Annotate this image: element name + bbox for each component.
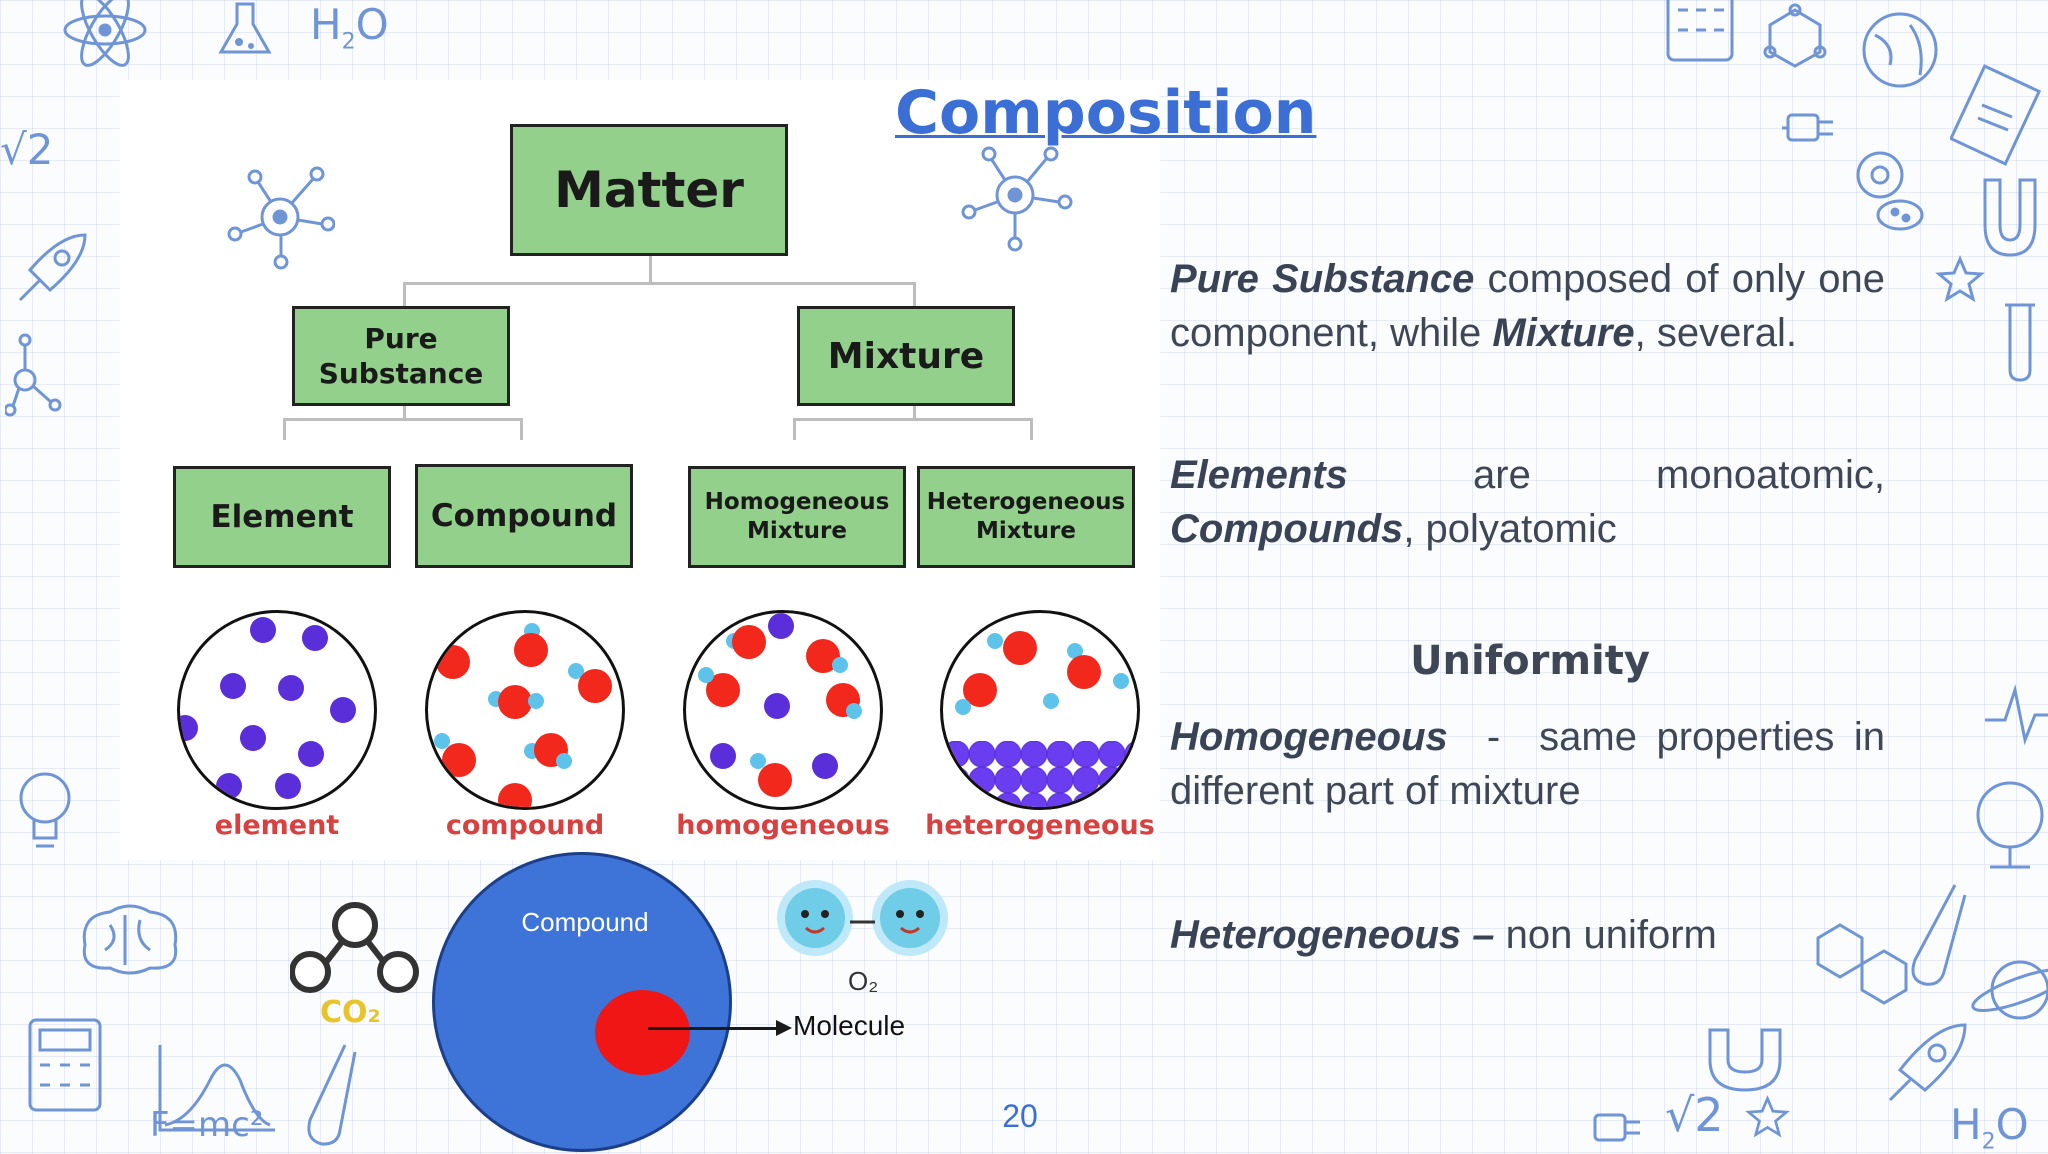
text-monoatomic: are monoatomic, (1347, 453, 1885, 497)
planet-icon (1965, 940, 2048, 1040)
rocket-icon (1870, 1015, 1970, 1115)
term-homogeneous: Homogeneous (1170, 715, 1448, 759)
microscope-icon (1840, 140, 1930, 240)
molecule-label: Molecule (793, 1010, 906, 1041)
test-tube-icon (1900, 880, 1970, 990)
test-tube-icon (2000, 295, 2040, 385)
uniformity-heading: Uniformity (1410, 638, 1650, 684)
arrow-line (648, 1027, 778, 1030)
paragraph-elements: Elements are monoatomic, Compounds, poly… (1170, 448, 1885, 556)
lightbulb-icon (10, 760, 80, 860)
node-homogeneous-mixture: Homogeneous Mixture (688, 466, 906, 568)
node-compound: Compound (415, 464, 633, 568)
atom-icon (60, 0, 150, 70)
compound-sample (425, 610, 625, 810)
text-polyatomic: , polyatomic (1403, 507, 1617, 551)
term-pure-substance: Pure Substance (1170, 257, 1475, 301)
node-heterogeneous-mixture: Heterogeneous Mixture (917, 466, 1135, 568)
magnet-icon (1700, 1010, 1790, 1100)
calculator-icon (1660, 0, 1740, 70)
text-composed: composed of only one component, while (1170, 257, 1886, 355)
paragraph-pure-substance: Pure Substance composed of only one comp… (1170, 252, 1885, 360)
flask-icon (215, 0, 275, 60)
star-icon (1935, 255, 1985, 305)
node-matter: Matter (510, 124, 788, 256)
page-number: 20 (1002, 1098, 1038, 1134)
o2-label: O₂ (848, 966, 879, 996)
compound-circle-label: Compound (521, 907, 649, 937)
star-icon (1745, 1095, 1790, 1140)
paragraph-heterogeneous: Heterogeneous – non uniform (1170, 908, 1885, 962)
paragraph-homogeneous: Homogeneous - same properties in differe… (1170, 710, 1885, 818)
term-elements: Elements (1170, 453, 1348, 497)
h2o-icon: H2O (1950, 1100, 2029, 1154)
graph-icon (150, 1040, 280, 1140)
text-same-properties: - same properties in different part of m… (1170, 715, 1885, 813)
molecule-icon (955, 140, 1075, 255)
h2o-icon: H2O (310, 0, 389, 55)
plug-icon (1585, 1095, 1655, 1152)
pulse-icon (1985, 680, 2048, 750)
term-heterogeneous: Heterogeneous – (1170, 913, 1495, 957)
homogeneous-sample (683, 610, 883, 810)
magnet-icon (1970, 170, 2048, 270)
label-compound: compound (445, 810, 605, 841)
sqrt-icon: √2 (0, 125, 54, 174)
molecule-icon (225, 162, 335, 272)
label-heterogeneous: heterogeneous (925, 810, 1155, 841)
co2-illustration: CO₂ (289, 900, 420, 1030)
o2-illustration: O₂ (760, 870, 970, 1000)
co2-label: CO₂ (320, 995, 381, 1030)
brain-icon (75, 900, 185, 980)
label-homogeneous: homogeneous (676, 810, 890, 841)
arrow-head (776, 1020, 792, 1036)
node-pure-substance: Pure Substance (292, 306, 510, 406)
slide-title: Composition (895, 78, 1317, 148)
text-non-uniform: non uniform (1494, 913, 1717, 957)
sqrt-icon: √2 (1665, 1088, 1724, 1142)
node-mixture: Mixture (797, 306, 1015, 406)
molecule-icon (1750, 0, 1840, 80)
compound-circle: Compound (432, 852, 732, 1152)
test-tube-icon (300, 1040, 360, 1150)
molecule-dot (595, 990, 690, 1075)
plug-icon (1780, 90, 1850, 160)
element-sample (177, 610, 377, 810)
formula-icon: F=mc² (150, 1105, 264, 1145)
heterogeneous-sample (940, 610, 1140, 810)
node-element: Element (173, 466, 391, 568)
rocket-icon (10, 230, 90, 310)
book-icon (1950, 60, 2045, 170)
molecule-icon (1800, 910, 1910, 1010)
label-element: element (214, 810, 340, 841)
term-mixture: Mixture (1492, 311, 1635, 355)
term-compounds: Compounds (1170, 507, 1404, 551)
matter-diagram: Matter Pure Substance Mixture Element Co… (120, 80, 1160, 860)
molecule-icon (5, 330, 65, 420)
calculator-icon (20, 1010, 110, 1120)
globe-icon (1965, 775, 2048, 875)
globe-icon (1855, 5, 1945, 95)
text-several: , several. (1634, 311, 1797, 355)
